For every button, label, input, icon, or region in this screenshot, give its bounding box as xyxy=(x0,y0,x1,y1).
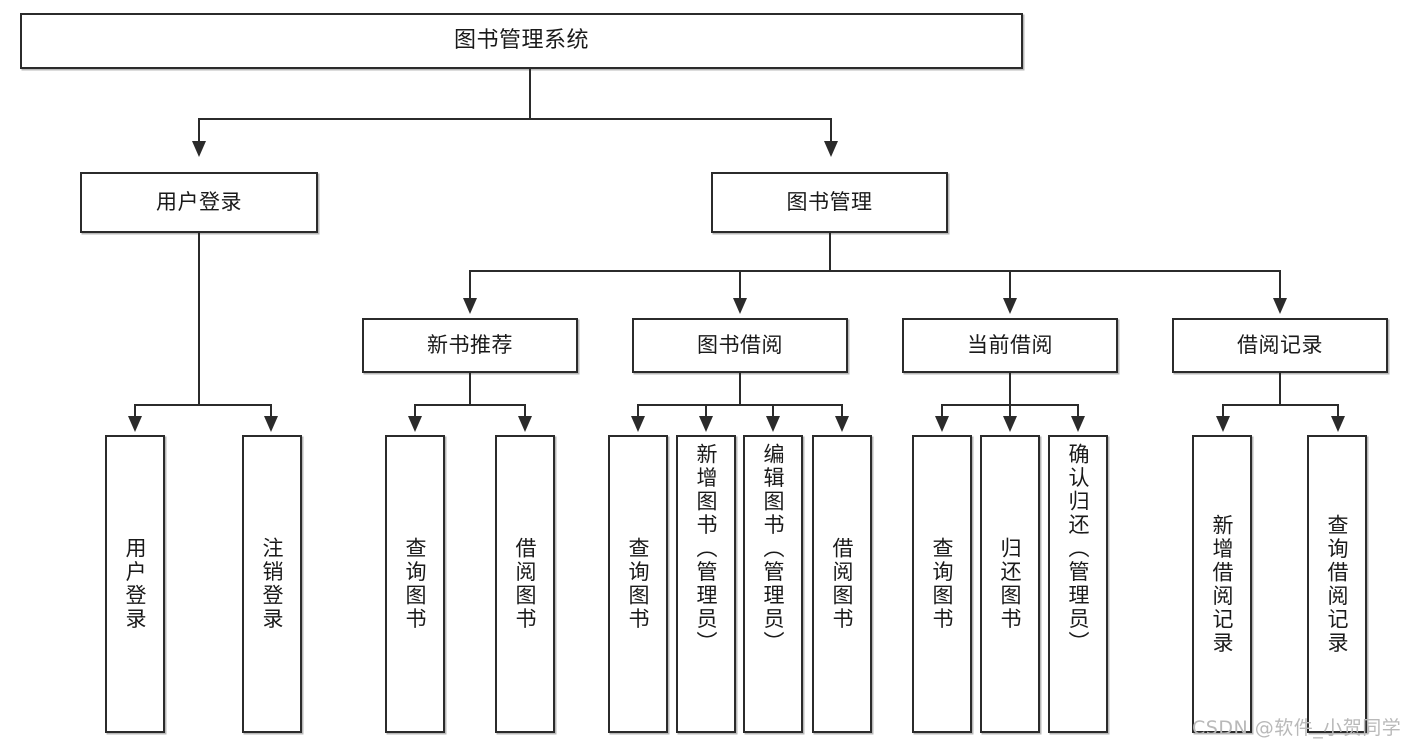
node-label: 借阅记录 xyxy=(1237,333,1323,358)
node-label: 借阅图书 xyxy=(513,537,538,631)
connector-root-to-bookmgmt xyxy=(830,118,832,143)
connector-borrow-to-leaf3 xyxy=(772,404,774,417)
connector-recommend-to-leaf1 xyxy=(414,404,416,417)
arrowhead-login-leaf1 xyxy=(128,416,142,432)
node-label: 图书借阅 xyxy=(697,333,783,358)
connector-root-to-login xyxy=(198,118,200,143)
arrowhead-recommend-leaf1 xyxy=(408,416,422,432)
connector-recommend-to-leaf2 xyxy=(524,404,526,417)
node-label: 查询图书 xyxy=(930,537,955,631)
node-label: 注销登录 xyxy=(260,537,285,631)
leaf-borrow-books-recommend[interactable]: 借阅图书 xyxy=(495,435,555,733)
node-label: 编辑图书（管理员） xyxy=(761,443,786,655)
connector-record-to-leaf2 xyxy=(1337,404,1339,417)
node-label: 查询图书 xyxy=(626,537,651,631)
node-label: 查询图书 xyxy=(403,537,428,631)
connector-bookmgmt-to-l3-2 xyxy=(739,270,741,299)
connector-recommend-stem xyxy=(469,373,471,405)
arrowhead-borrow-leaf3 xyxy=(766,416,780,432)
arrowhead-login-leaf2 xyxy=(264,416,278,432)
connector-login-stem xyxy=(198,233,200,405)
connector-current-to-leaf2 xyxy=(1009,404,1011,417)
node-label: 确认归还（管理员） xyxy=(1066,443,1091,655)
node-root[interactable]: 图书管理系统 xyxy=(20,13,1023,69)
connector-login-bus xyxy=(134,404,271,406)
arrowhead-current-leaf1 xyxy=(935,416,949,432)
node-label: 用户登录 xyxy=(156,190,242,215)
connector-login-to-leaf1 xyxy=(134,404,136,417)
arrowhead-borrow-leaf4 xyxy=(835,416,849,432)
leaf-borrow-books[interactable]: 借阅图书 xyxy=(812,435,872,733)
leaf-user-login[interactable]: 用户登录 xyxy=(105,435,165,733)
arrowhead-l3-3 xyxy=(1003,298,1017,314)
node-label: 图书管理系统 xyxy=(453,28,589,54)
connector-current-to-leaf1 xyxy=(941,404,943,417)
connector-record-stem xyxy=(1279,373,1281,405)
connector-borrow-stem xyxy=(739,373,741,405)
node-current-borrow[interactable]: 当前借阅 xyxy=(902,318,1118,373)
connector-current-stem xyxy=(1009,373,1011,405)
arrowhead-root-to-bookmgmt xyxy=(824,141,838,157)
leaf-add-book-admin[interactable]: 新增图书（管理员） xyxy=(676,435,736,733)
node-book-management[interactable]: 图书管理 xyxy=(711,172,948,233)
node-label: 新书推荐 xyxy=(427,333,513,358)
leaf-query-borrow-record[interactable]: 查询借阅记录 xyxy=(1307,435,1367,733)
leaf-logout[interactable]: 注销登录 xyxy=(242,435,302,733)
arrowhead-recommend-leaf2 xyxy=(518,416,532,432)
connector-bookmgmt-bus xyxy=(469,270,1280,272)
arrowhead-l3-1 xyxy=(463,298,477,314)
connector-borrow-bus xyxy=(637,404,842,406)
node-label: 当前借阅 xyxy=(967,333,1053,358)
connector-bookmgmt-to-l3-1 xyxy=(469,270,471,299)
connector-borrow-to-leaf1 xyxy=(637,404,639,417)
connector-current-to-leaf3 xyxy=(1077,404,1079,417)
connector-borrow-to-leaf4 xyxy=(841,404,843,417)
leaf-query-books-borrow[interactable]: 查询图书 xyxy=(608,435,668,733)
node-new-book-recommend[interactable]: 新书推荐 xyxy=(362,318,578,373)
node-label: 用户登录 xyxy=(123,537,148,631)
node-borrow-record[interactable]: 借阅记录 xyxy=(1172,318,1388,373)
connector-borrow-to-leaf2 xyxy=(705,404,707,417)
arrowhead-current-leaf2 xyxy=(1003,416,1017,432)
node-book-borrow[interactable]: 图书借阅 xyxy=(632,318,848,373)
connector-root-stem xyxy=(529,69,531,119)
leaf-confirm-return-admin[interactable]: 确认归还（管理员） xyxy=(1048,435,1108,733)
connector-bookmgmt-to-l3-3 xyxy=(1009,270,1011,299)
arrowhead-record-leaf1 xyxy=(1216,416,1230,432)
arrowhead-l3-2 xyxy=(733,298,747,314)
arrowhead-record-leaf2 xyxy=(1331,416,1345,432)
connector-bookmgmt-stem xyxy=(829,233,831,271)
arrowhead-current-leaf3 xyxy=(1071,416,1085,432)
connector-recommend-bus xyxy=(414,404,525,406)
connector-record-to-leaf1 xyxy=(1222,404,1224,417)
connector-login-to-leaf2 xyxy=(270,404,272,417)
arrowhead-l3-4 xyxy=(1273,298,1287,314)
leaf-add-borrow-record[interactable]: 新增借阅记录 xyxy=(1192,435,1252,733)
leaf-query-books-recommend[interactable]: 查询图书 xyxy=(385,435,445,733)
arrowhead-root-to-login xyxy=(192,141,206,157)
node-label: 新增借阅记录 xyxy=(1210,513,1235,655)
node-user-login[interactable]: 用户登录 xyxy=(80,172,318,233)
leaf-return-books[interactable]: 归还图书 xyxy=(980,435,1040,733)
node-label: 归还图书 xyxy=(998,537,1023,631)
node-label: 借阅图书 xyxy=(830,537,855,631)
node-label: 新增图书（管理员） xyxy=(694,443,719,655)
connector-root-bus xyxy=(198,118,832,120)
node-label: 查询借阅记录 xyxy=(1325,513,1350,655)
leaf-edit-book-admin[interactable]: 编辑图书（管理员） xyxy=(743,435,803,733)
connector-record-bus xyxy=(1222,404,1339,406)
arrowhead-borrow-leaf2 xyxy=(699,416,713,432)
node-label: 图书管理 xyxy=(786,190,873,215)
connector-bookmgmt-to-l3-4 xyxy=(1279,270,1281,299)
leaf-query-books-current[interactable]: 查询图书 xyxy=(912,435,972,733)
arrowhead-borrow-leaf1 xyxy=(631,416,645,432)
